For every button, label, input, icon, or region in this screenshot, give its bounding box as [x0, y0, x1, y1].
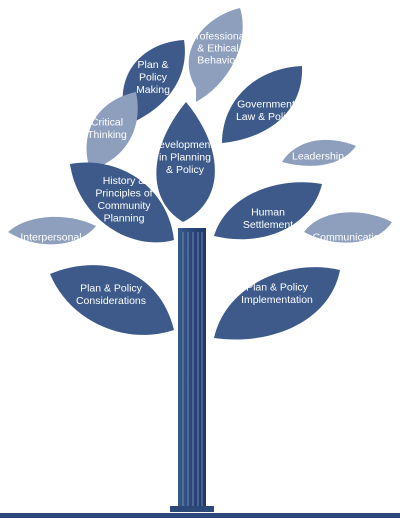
leaf-government-law-policy	[222, 66, 303, 143]
leaf-shapes	[8, 8, 392, 340]
leaf-label-line: History &	[103, 175, 146, 187]
leaf-label-line: Plan & Policy	[80, 282, 143, 294]
leaf-label-line: Professional	[189, 31, 247, 43]
leaf-label-line: Thinking	[87, 129, 127, 141]
leaf-label-line: Considerations	[76, 295, 146, 307]
leaf-professional-ethical	[188, 8, 243, 102]
leaf-label-line: Plan &	[138, 59, 169, 71]
leaf-label-line: Implementation	[241, 294, 313, 306]
leaf-label-line: Behavior	[197, 55, 239, 67]
leaf-label-leadership: Leadership	[292, 151, 344, 163]
leaf-label-line: Law & Policy	[236, 111, 297, 123]
leaf-interpersonal	[8, 216, 96, 245]
leaf-label-line: Settlement	[243, 219, 293, 231]
leaf-label-line: Government	[237, 98, 295, 110]
leaf-label-line: Human	[251, 206, 285, 218]
leaf-communication	[304, 212, 392, 243]
leaf-critical-thinking	[86, 92, 138, 170]
leaf-label-line: Making	[136, 84, 170, 96]
leaf-label-line: Planning	[104, 212, 145, 224]
leaf-label-line: in Planning	[159, 152, 211, 164]
leaf-label-line: Plan & Policy	[246, 281, 309, 293]
leaf-human-settlement	[214, 182, 322, 240]
ground-line	[0, 513, 400, 518]
leaf-label-line: Critical	[91, 116, 123, 128]
leaf-label-interpersonal: Interpersonal	[20, 232, 81, 244]
leaf-label-line: & Policy	[166, 164, 205, 176]
leaf-label-line: Communication	[313, 232, 386, 244]
leaf-plan-policy-considerations	[50, 265, 174, 335]
leaf-history-principles	[70, 162, 174, 243]
leaf-plan-policy-implementation	[214, 267, 340, 340]
leaf-developments-planning-policy	[156, 102, 215, 222]
tree-trunk	[170, 228, 214, 512]
leaf-leadership	[282, 139, 356, 166]
leaf-label-line: Developments	[151, 139, 218, 151]
leaf-label-line: Policy	[139, 72, 168, 84]
leaf-label-line: Principles of	[95, 187, 152, 199]
leaf-plan-policy-making	[122, 40, 185, 126]
leaf-label-line: Leadership	[292, 151, 344, 163]
leaf-label-line: & Ethical	[197, 43, 238, 55]
leaf-label-line: Community	[97, 200, 151, 212]
leaf-label-communication: Communication	[313, 232, 386, 244]
leaf-label-line: Interpersonal	[20, 232, 81, 244]
